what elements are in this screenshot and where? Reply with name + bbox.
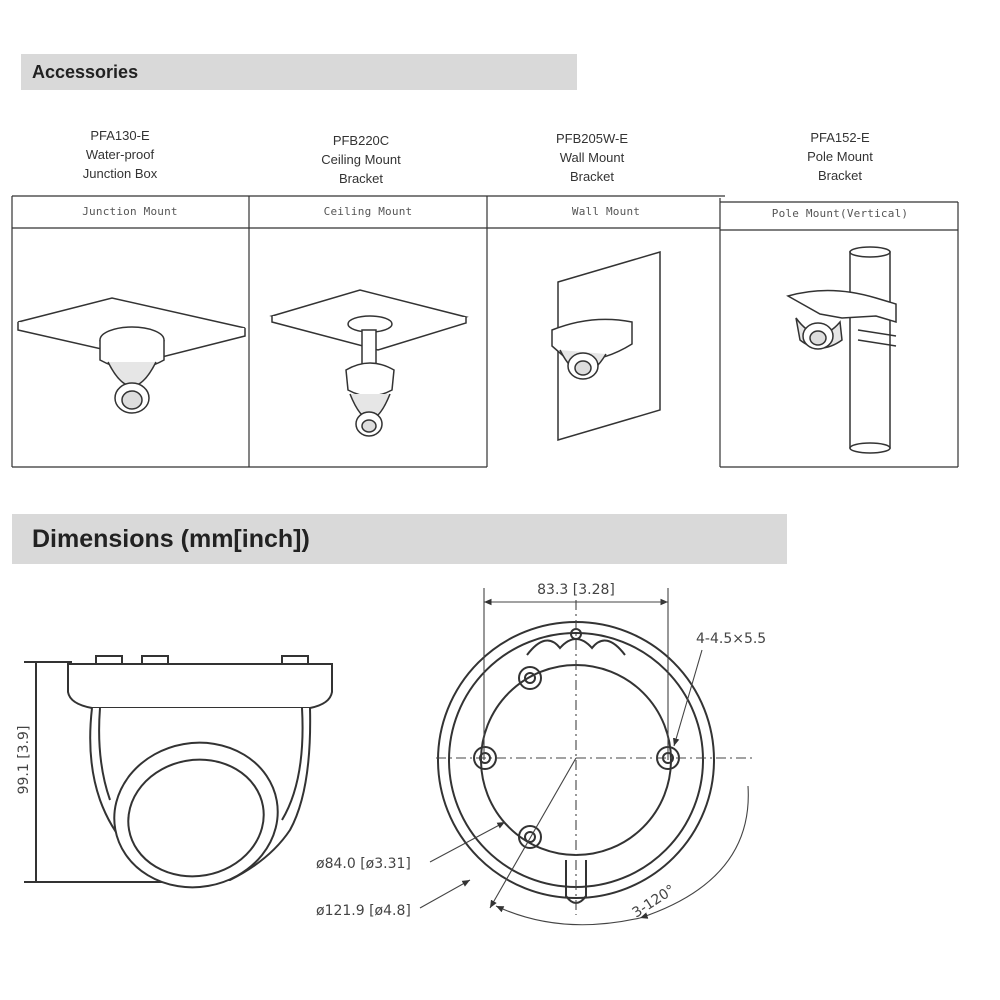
mount-header-junction: Junction Mount [82, 205, 178, 218]
accessory-name-line1: Wall Mount [559, 150, 625, 165]
height-dimension-label: 99.1 [3.9] [16, 726, 32, 795]
mount-header-pole: Pole Mount(Vertical) [771, 207, 909, 220]
accessory-label-ceiling-bracket: PFB220C Ceiling Mount Bracket [298, 131, 424, 188]
junction-mount-illustration [17, 297, 246, 414]
mount-header-ceiling: Ceiling Mount [323, 205, 413, 218]
accessory-model: PFA130-E [90, 128, 150, 143]
accessory-name-line1: Pole Mount [807, 149, 873, 164]
wall-mount-illustration [551, 250, 661, 442]
accessories-header: Accessories [21, 54, 577, 90]
accessories-title: Accessories [32, 61, 139, 82]
ceiling-mount-illustration [269, 289, 469, 437]
accessory-label-wall-bracket: PFB205W-E Wall Mount Bracket [532, 129, 652, 186]
inner-diameter-label: ø84.0 [ø3.31] [316, 856, 411, 872]
hole-spec-label: 4-4.5×5.5 [696, 631, 766, 647]
accessory-label-junction-box: PFA130-E Water-proof Junction Box [60, 126, 180, 183]
accessory-label-pole-bracket: PFA152-E Pole Mount Bracket [780, 128, 900, 185]
outer-diameter-label: ø121.9 [ø4.8] [316, 903, 411, 919]
width-dimension-label: 83.3 [3.28] [537, 582, 615, 598]
accessory-model: PFA152-E [810, 130, 870, 145]
camera-side-view [24, 655, 333, 889]
accessory-name-line1: Ceiling Mount [321, 152, 401, 167]
accessory-name-line2: Bracket [817, 168, 863, 183]
accessory-name-line1: Water-proof [85, 147, 155, 162]
rotation-angle-label: 3-120° [629, 882, 678, 921]
dimensions-title: Dimensions (mm[inch]) [32, 524, 310, 553]
accessories-table [11, 195, 959, 468]
bottom-view-dimension-lines [419, 588, 752, 926]
accessory-model: PFB205W-E [555, 131, 628, 146]
accessory-name-line2: Bracket [338, 171, 384, 186]
pole-mount-illustration [786, 246, 897, 454]
accessory-name-line2: Bracket [569, 169, 615, 184]
dimensions-header: Dimensions (mm[inch]) [12, 514, 787, 564]
accessory-model: PFB220C [332, 133, 390, 148]
mount-header-wall: Wall Mount [571, 205, 641, 218]
accessory-name-line2: Junction Box [82, 166, 158, 181]
